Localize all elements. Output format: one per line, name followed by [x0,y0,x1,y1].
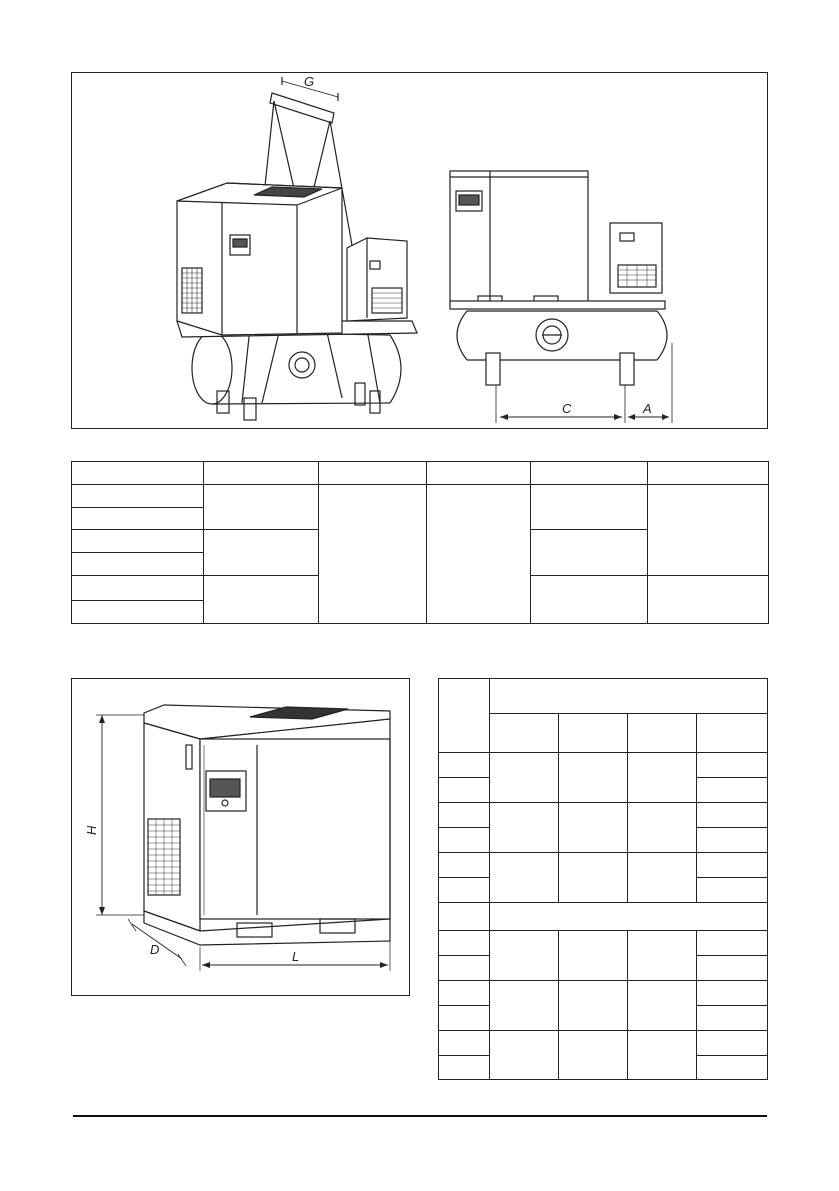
model-cell [438,1005,490,1031]
base-dimensions-table [438,678,768,1080]
table-cell [696,752,768,778]
base-compressor-drawing: H D L [84,704,391,971]
header-cell [318,461,427,485]
model-cell [438,752,490,778]
header-cell [71,461,204,485]
header-cell [558,713,628,753]
table-cell [696,1055,768,1080]
top-figure-frame: G [71,72,768,429]
table-cell [426,484,531,624]
model-cell [71,529,204,553]
model-cell [438,1055,490,1080]
model-cell [438,930,490,956]
table-cell [696,1030,768,1056]
header-cell [647,461,769,485]
dimension-c-label: C [562,401,572,416]
tank-compressor-drawing: G [176,74,673,423]
model-cell [438,980,490,1006]
table-cell [627,980,697,1031]
table-cell [558,752,628,803]
table-cell [558,1030,628,1080]
footer-rule [73,1115,767,1117]
header-cell [438,678,490,753]
dimension-g-label: G [304,74,314,89]
model-cell [438,777,490,803]
table-cell [627,930,697,981]
table-cell [627,802,697,853]
model-cell [438,1030,490,1056]
table-cell [489,752,559,803]
dimension-d-label: D [150,942,159,957]
table-cell [203,575,319,624]
model-cell [71,484,204,508]
header-cell [203,461,319,485]
table-cell [489,930,559,981]
table-cell [558,852,628,903]
table-cell [696,852,768,878]
model-cell [438,827,490,853]
table-cell [627,1030,697,1080]
header-cell [489,678,768,714]
dimension-l-label: L [292,949,299,964]
model-cell [438,902,490,931]
table-cell [696,877,768,903]
table-cell [203,484,319,530]
dimension-h-label: H [84,825,99,835]
table-cell [318,484,427,624]
header-cell [426,461,531,485]
table-cell [696,1005,768,1031]
tank-dimensions-table [71,461,769,624]
bottom-figure-frame: H D L [71,678,410,996]
header-cell [696,713,768,753]
table-cell [696,930,768,956]
table-cell [647,575,769,624]
table-cell [489,980,559,1031]
model-cell [438,877,490,903]
table-cell [530,575,648,624]
section-cell [489,902,768,931]
table-cell [530,484,648,530]
header-cell [530,461,648,485]
model-cell [71,575,204,601]
model-cell [71,552,204,576]
table-cell [696,777,768,803]
table-cell [530,529,648,576]
model-cell [71,507,204,530]
table-cell [627,852,697,903]
table-cell [647,484,769,576]
table-cell [696,802,768,828]
model-cell [438,802,490,828]
header-cell [489,713,559,753]
table-cell [558,980,628,1031]
table-cell [489,802,559,853]
table-cell [489,1030,559,1080]
dimension-a-label: A [642,401,652,416]
table-cell [696,955,768,981]
header-cell [627,713,697,753]
table-cell [203,529,319,576]
model-cell [438,955,490,981]
model-cell [71,600,204,624]
table-cell [696,980,768,1006]
table-cell [558,930,628,981]
table-cell [696,827,768,853]
table-cell [558,802,628,853]
model-cell [438,852,490,878]
table-cell [627,752,697,803]
table-cell [489,852,559,903]
